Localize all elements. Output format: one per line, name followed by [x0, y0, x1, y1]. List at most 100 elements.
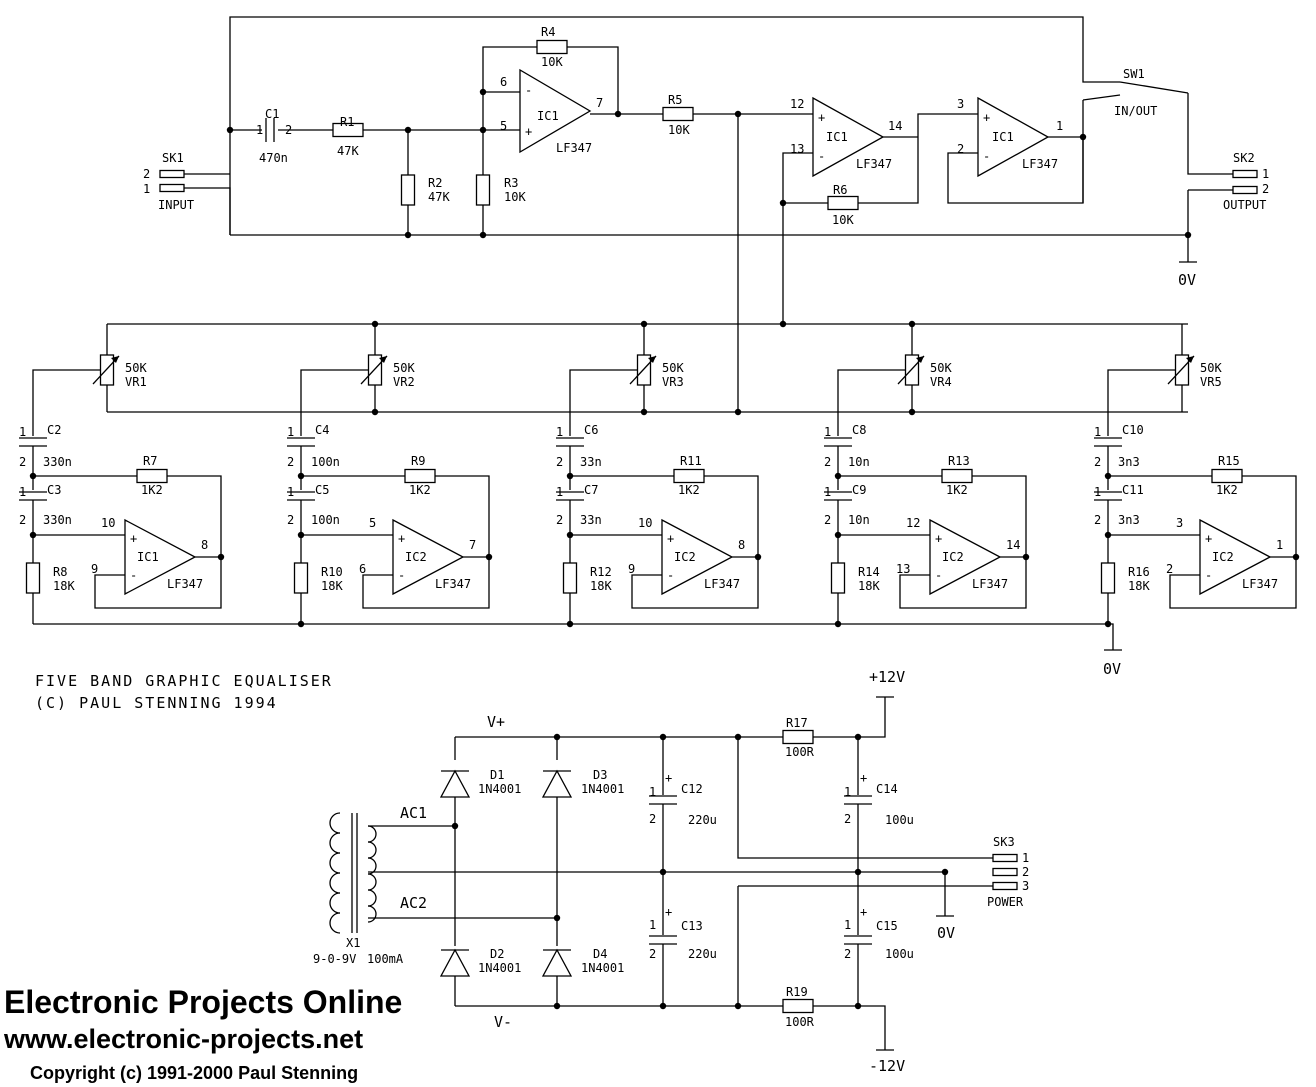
pin-number: 2 [143, 167, 150, 181]
pin-number: 2 [1166, 562, 1173, 576]
transformer-winding [329, 872, 341, 894]
junction-dot [659, 868, 667, 876]
component-value: 33n [580, 513, 602, 527]
component-ref: R14 [858, 565, 880, 579]
pin-number: 1 [1094, 425, 1101, 439]
net-label: AC2 [400, 894, 427, 912]
pin-number: 13 [790, 142, 804, 156]
op-amp [812, 96, 885, 178]
component-value: 47K [428, 190, 450, 204]
pin-number: 7 [469, 538, 476, 552]
diagram-title: FIVE BAND GRAPHIC EQUALISER [35, 672, 333, 690]
resistor [332, 122, 364, 138]
connector-ref: SK2 [1233, 151, 1255, 165]
junction-dot [640, 408, 648, 416]
op-amp-sign: + [983, 111, 990, 125]
component-value: 470n [259, 151, 288, 165]
junction-dot [854, 733, 862, 741]
component-value: 330n [43, 513, 72, 527]
pin-number: 1 [256, 123, 263, 137]
junction-dot [834, 620, 842, 628]
pin-number: 2 [287, 513, 294, 527]
pin-number: 2 [287, 455, 294, 469]
component-ref: R9 [411, 454, 425, 468]
pin-number: 1 [844, 918, 851, 932]
switch-label: IN/OUT [1114, 104, 1157, 118]
wire [837, 369, 905, 436]
ic-part: LF347 [556, 141, 592, 155]
pin-number: 10 [101, 516, 115, 530]
ic-part: LF347 [167, 577, 203, 591]
pot-wiper-arrow [916, 356, 924, 363]
connector-ref: SK1 [162, 151, 184, 165]
junction-dot [659, 733, 667, 741]
component-ref: R15 [1218, 454, 1240, 468]
component-value: 10K [504, 190, 526, 204]
transformer-winding [329, 912, 341, 934]
junction-dot [226, 126, 234, 134]
pot-value: 50K [1200, 361, 1222, 375]
junction-dot [640, 320, 648, 328]
component-value: 18K [858, 579, 880, 593]
component-ref: R7 [143, 454, 157, 468]
pin-number: 1 [556, 425, 563, 439]
junction-dot [297, 531, 305, 539]
junction-dot [297, 472, 305, 480]
pin-number: 12 [906, 516, 920, 530]
transformer-winding [329, 852, 341, 874]
resistor [475, 174, 491, 206]
junction-dot [941, 868, 949, 876]
junction-dot [479, 88, 487, 96]
component-value: 18K [321, 579, 343, 593]
wire [858, 113, 980, 204]
connector-pin [992, 867, 1018, 877]
wire [1082, 94, 1121, 101]
junction-dot [553, 733, 561, 741]
transformer-winding [367, 825, 377, 843]
wire [300, 369, 368, 436]
component-value: 3n3 [1118, 455, 1140, 469]
wire [184, 187, 231, 235]
component-value: 1K2 [678, 483, 700, 497]
wire [782, 152, 813, 324]
net-label: V+ [487, 713, 505, 731]
wire [435, 475, 490, 557]
component-value: 10n [848, 513, 870, 527]
transformer-winding [367, 841, 377, 859]
net-label: -12V [869, 1057, 905, 1075]
net-label: AC1 [400, 804, 427, 822]
net-label: V- [494, 1013, 512, 1031]
transformer-ref: X1 [346, 936, 360, 950]
component-ref: R8 [53, 565, 67, 579]
op-amp-sign: - [1205, 569, 1212, 583]
wire [32, 369, 100, 436]
diode-part: 1N4001 [581, 782, 624, 796]
ic-part: LF347 [972, 577, 1008, 591]
switch-blade [1119, 81, 1189, 94]
wire [230, 190, 1189, 236]
component-value: 1K2 [946, 483, 968, 497]
ic-ref: IC2 [674, 550, 696, 564]
transformer-winding [329, 832, 341, 854]
diode-ref: D1 [490, 768, 504, 782]
wire [1107, 369, 1175, 436]
component-value: 100R [785, 1015, 815, 1029]
junction-dot [779, 199, 787, 207]
junction-dot [1079, 133, 1087, 141]
component-ref: R2 [428, 176, 442, 190]
op-amp-sign: + [818, 111, 825, 125]
connector-pin [159, 183, 185, 193]
junction-dot [371, 408, 379, 416]
pin-number: 5 [500, 119, 507, 133]
ic-part: LF347 [1242, 577, 1278, 591]
component-value: 1K2 [1216, 483, 1238, 497]
component-ref: C14 [876, 782, 898, 796]
component-ref: C13 [681, 919, 703, 933]
pot-ref: VR1 [125, 375, 147, 389]
pin-number: 3 [1022, 879, 1029, 893]
pin-number: 2 [1022, 865, 1029, 879]
component-ref: C8 [852, 423, 866, 437]
pot-wiper-arrow [379, 356, 387, 363]
pot-ref: VR3 [662, 375, 684, 389]
transformer-winding [367, 857, 377, 875]
